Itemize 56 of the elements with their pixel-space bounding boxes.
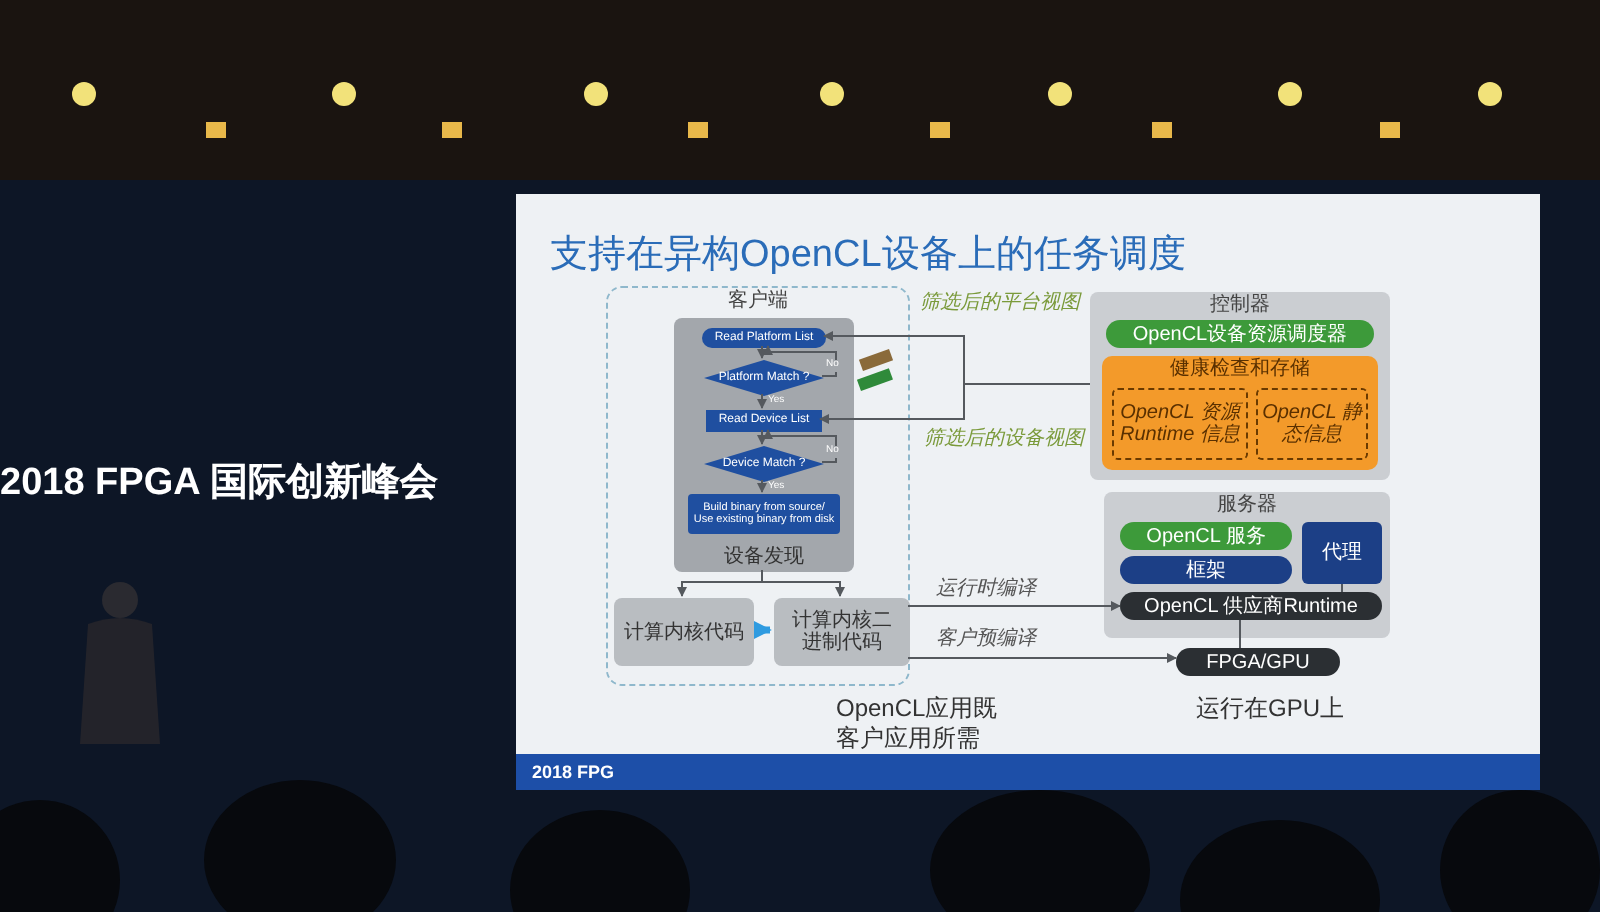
node-label: OpenCL设备资源调度器	[1132, 323, 1348, 345]
panel-heading: 客户端	[726, 290, 790, 314]
thick-arrow	[753, 621, 772, 639]
connector-arrow	[763, 429, 837, 463]
code-box	[774, 598, 910, 666]
decision-diamond	[704, 446, 824, 482]
framework-pill	[1120, 556, 1292, 584]
connector-arrow	[907, 653, 1177, 663]
connector-arrow	[757, 479, 767, 493]
footer-text: 2018 FPG	[532, 762, 615, 782]
panel-heading: 健康检查和存储	[1168, 358, 1312, 382]
process-box	[688, 494, 840, 534]
slide-title: 支持在异构OpenCL设备上的任务调度	[550, 232, 1186, 280]
slide-note: OpenCL应用既	[836, 692, 998, 725]
edge-label: 运行时编译	[936, 578, 1036, 600]
info-box	[1112, 388, 1248, 460]
runtime-pill	[1120, 592, 1382, 620]
node-label: OpenCL 静态信息	[1262, 402, 1362, 446]
node-label: 代理	[1322, 542, 1362, 564]
venue-banner-text: 2018 FPGA 国际创新峰会	[0, 459, 438, 508]
storage-panel	[1102, 356, 1378, 470]
controller-panel	[1090, 292, 1390, 480]
connector-arrow	[907, 601, 1121, 611]
scheduler-pill	[1106, 320, 1374, 348]
code-box	[614, 598, 754, 666]
node-label: OpenCL 供应商Runtime	[1144, 595, 1358, 617]
connector-arrow	[757, 393, 767, 409]
process-box	[706, 410, 822, 432]
connector-arrow	[757, 429, 767, 445]
flowchart-panel	[674, 318, 854, 572]
node-label: OpenCL 资源 Runtime 信息	[1118, 402, 1242, 446]
panel-heading: 控制器	[1208, 294, 1272, 318]
info-box	[1256, 388, 1368, 460]
connector-arrow	[761, 569, 845, 597]
panel-heading: 设备发现	[722, 546, 806, 570]
service-pill	[1120, 522, 1292, 550]
decision-diamond	[704, 360, 824, 396]
server-panel	[1104, 492, 1390, 638]
connector-arrow	[763, 345, 837, 377]
device-pill	[1176, 648, 1340, 676]
node-label: 框架	[1186, 559, 1226, 581]
connector-arrow	[819, 383, 1091, 424]
node-label: 计算内核二进制代码	[790, 610, 894, 654]
edge-label: 筛选后的平台视图	[920, 292, 1080, 314]
panel-heading: 服务器	[1215, 494, 1279, 518]
slide-note: 客户应用所需	[836, 722, 980, 756]
edge-label: 筛选后的设备视图	[924, 428, 1084, 450]
node-label: FPGA/GPU	[1206, 651, 1310, 673]
connector-arrow	[757, 345, 767, 359]
slide-note: 运行在GPU上	[1196, 692, 1345, 726]
node-label: OpenCL 服务	[1146, 525, 1266, 547]
node-label: 计算内核代码	[624, 621, 744, 643]
client-panel	[606, 286, 910, 686]
edge-label: 客户预编译	[936, 628, 1036, 650]
process-pill	[702, 328, 826, 348]
proxy-box	[1302, 522, 1382, 584]
